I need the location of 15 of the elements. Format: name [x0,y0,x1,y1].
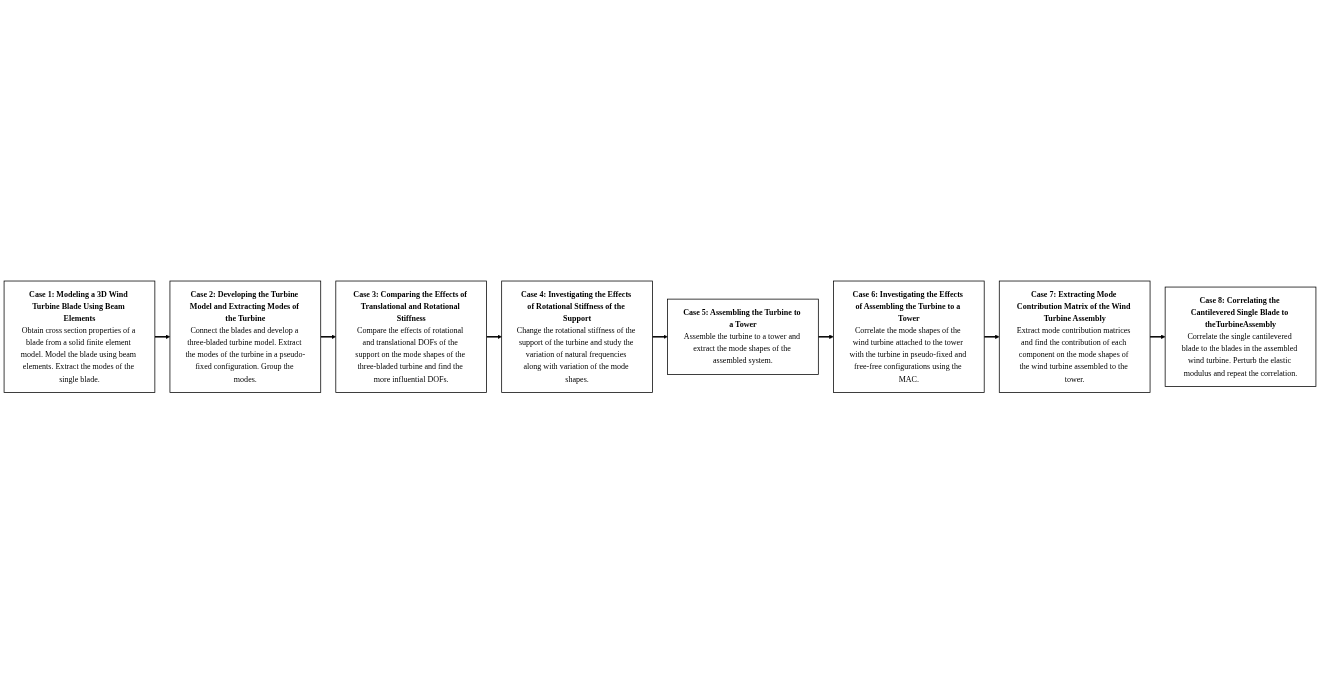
arrow [651,334,668,340]
arrow [983,334,1000,340]
node-box: Case 5: Assembling the Turbine to a Tower Assemble the turbine to a tower and extract the mode shapes of the assembled system. [667,298,819,376]
node-box: Case 2: Developing the Turbine Model and Extracting Modes of the Turbine Connect the blades and develop a three-bladed turbine model. Extract the modes of the turbine in a pseudo-fixed configuration. Group the modes. [169,280,322,394]
arrow [485,334,502,340]
node-box: Case 8: Correlating the Cantilevered Single Blade to theTurbineAssembly Correlate the single cantilevered blade to the blades in the assembled wind turbine. Perturb the elastic modulus and repeat the correlation. [1164,286,1317,388]
node-box: Case 1: Modeling a 3D Wind Turbine Blade Using Beam Elements Obtain cross section properties of a blade from a solid finite element model. Model the blade using beam elements. Extract the modes of the single blade. [3,280,156,394]
arrow [817,334,834,340]
node-box: Case 4: Investigating the Effects of Rotational Stiffness of the Support Change the rotational stiffness of the support of the turbine and study the variation of natural frequencies along with variation of the mode shapes. [501,280,653,394]
node-box: Case 7: Extracting Mode Contribution Matrix of the Wind Turbine Assembly Extract mode contribution matrices and find the contribution of each component on the mode shapes of the wind turbine assembled to the tower. [998,280,1151,394]
node-box: Case 3: Comparing the Effects of Translational and Rotational Stiffness Compare the effects of rotational and translational DOFs of the support on the mode shapes of the three-bladed turbine and find the more influential DOFs. [335,280,487,394]
arrow [1149,334,1166,340]
node-box: Case 6: Investigating the Effects of Assembling the Turbine to a Tower Correlate the mode shapes of the wind turbine attached to the tower with the turbine in pseudo-fixed and free-free configurations using the MAC. [833,280,985,394]
arrow [319,334,336,340]
arrow [154,334,171,340]
